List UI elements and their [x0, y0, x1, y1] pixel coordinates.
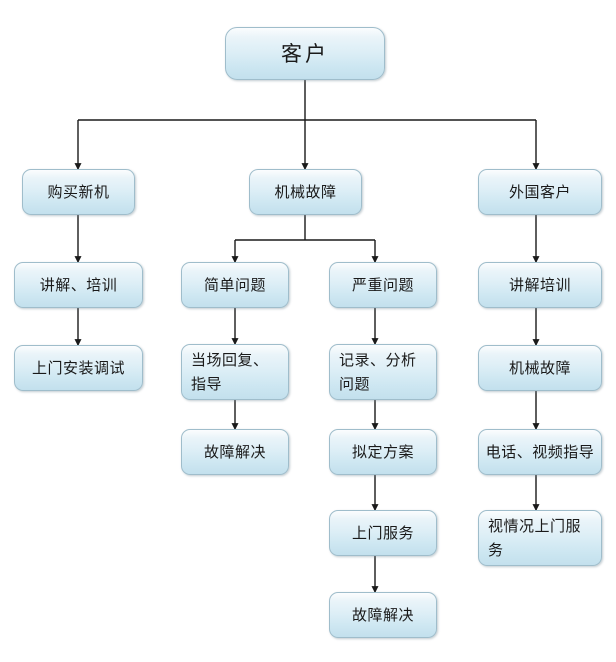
node-severe-problem-label: 严重问题 [351, 276, 414, 294]
node-severe-onsite-service-label: 上门服务 [351, 524, 414, 542]
node-severe-record-analyze[interactable]: 记录、分析问题 [329, 344, 437, 400]
node-foreign-mechanical-fault-label: 机械故障 [508, 359, 571, 377]
node-severe-draft-plan[interactable]: 拟定方案 [329, 429, 437, 475]
node-severe-draft-plan-label: 拟定方案 [351, 443, 414, 461]
node-foreign-conditional-onsite-label: 视情况上门服务 [488, 517, 582, 559]
node-foreign-phone-video-guide[interactable]: 电话、视频指导 [478, 429, 602, 475]
node-simple-onsite-reply-label: 当场回复、指导 [191, 351, 269, 393]
node-root[interactable]: 客户 [225, 27, 385, 80]
node-buy-onsite-install[interactable]: 上门安装调试 [14, 345, 143, 391]
node-severe-problem[interactable]: 严重问题 [329, 262, 437, 308]
node-branch-foreign[interactable]: 外国客户 [478, 169, 602, 215]
node-simple-fault-resolved[interactable]: 故障解决 [181, 429, 289, 475]
node-severe-record-analyze-label: 记录、分析问题 [339, 351, 417, 393]
node-foreign-mechanical-fault[interactable]: 机械故障 [478, 345, 602, 391]
node-branch-buy[interactable]: 购买新机 [22, 169, 135, 215]
node-foreign-conditional-onsite[interactable]: 视情况上门服务 [478, 510, 602, 566]
node-branch-buy-label: 购买新机 [47, 183, 110, 201]
node-branch-fault[interactable]: 机械故障 [249, 169, 362, 215]
node-simple-fault-resolved-label: 故障解决 [203, 443, 266, 461]
node-branch-fault-label: 机械故障 [274, 183, 337, 201]
node-foreign-explain-train[interactable]: 讲解培训 [478, 262, 602, 308]
node-buy-onsite-install-label: 上门安装调试 [31, 359, 125, 377]
node-buy-explain-train[interactable]: 讲解、培训 [14, 262, 143, 308]
node-severe-onsite-service[interactable]: 上门服务 [329, 510, 437, 556]
node-severe-fault-resolved-label: 故障解决 [351, 606, 414, 624]
node-branch-foreign-label: 外国客户 [508, 183, 571, 201]
node-root-label: 客户 [281, 41, 329, 66]
node-severe-fault-resolved[interactable]: 故障解决 [329, 592, 437, 638]
node-simple-onsite-reply[interactable]: 当场回复、指导 [181, 344, 289, 400]
node-simple-problem-label: 简单问题 [203, 276, 266, 294]
node-foreign-phone-video-guide-label: 电话、视频指导 [485, 443, 595, 461]
node-simple-problem[interactable]: 简单问题 [181, 262, 289, 308]
node-foreign-explain-train-label: 讲解培训 [508, 276, 571, 294]
node-buy-explain-train-label: 讲解、培训 [39, 276, 118, 294]
